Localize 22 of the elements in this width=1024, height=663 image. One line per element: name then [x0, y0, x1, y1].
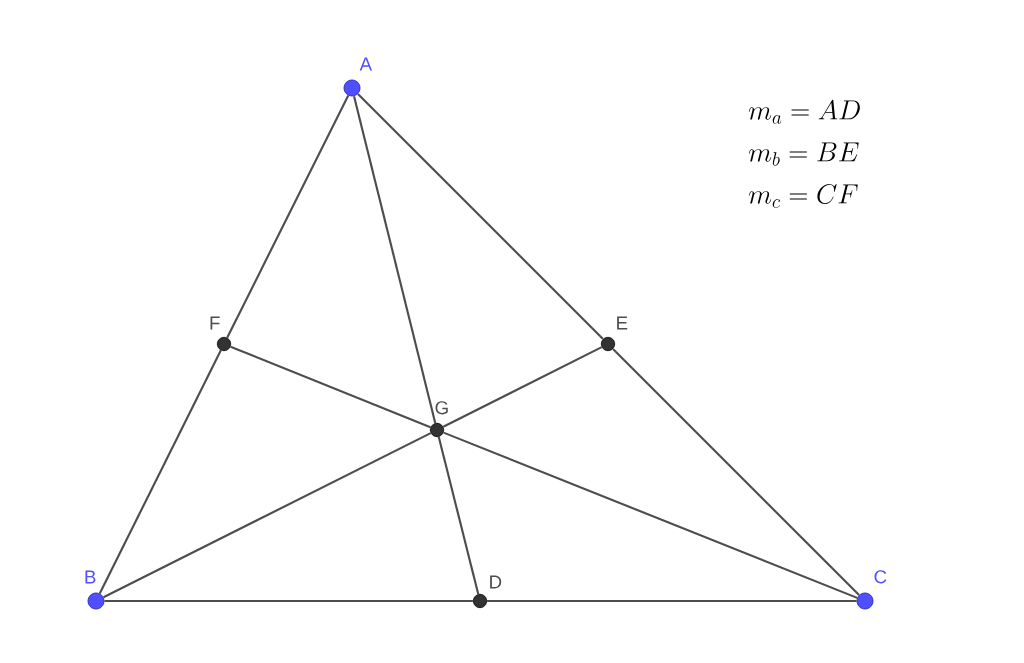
point-label: D	[490, 575, 502, 589]
line-segment	[98, 349, 222, 594]
line-segment	[612, 348, 860, 596]
point-label: C	[874, 570, 887, 584]
formula: $m_b = BE$	[749, 142, 859, 166]
line-segment	[442, 346, 603, 428]
line-segment	[487, 599, 857, 603]
formula: $m_a = AD$	[749, 99, 860, 124]
point-label: F	[210, 316, 220, 330]
point-label: A	[359, 57, 373, 71]
line-segment	[226, 95, 350, 339]
line-segment	[443, 431, 858, 599]
point-label: G	[435, 401, 448, 415]
line-segment	[357, 93, 604, 340]
line-segment	[437, 436, 480, 595]
point-label: E	[617, 316, 628, 330]
line-segment	[103, 432, 432, 599]
formula: $m_c = CF$	[749, 183, 858, 208]
line-segment	[230, 345, 431, 429]
line-segment	[353, 95, 437, 424]
point-label: B	[85, 570, 96, 584]
line-segment	[104, 599, 473, 603]
